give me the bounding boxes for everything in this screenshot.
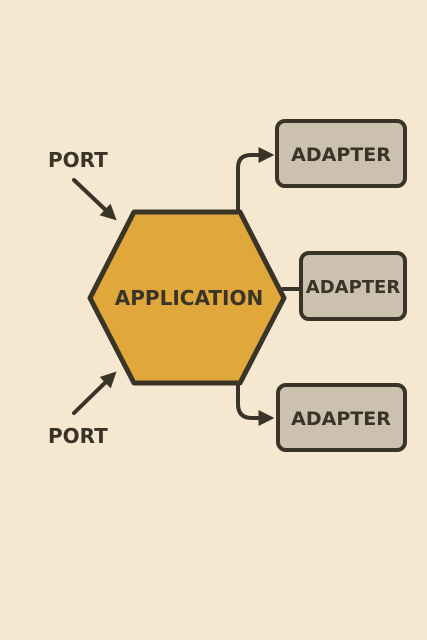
adapter-middle: ADAPTER <box>299 251 407 321</box>
adapter-top-label: ADAPTER <box>291 144 391 166</box>
application-hexagon <box>87 209 287 386</box>
port-top-arrow <box>72 178 117 221</box>
connector-bottom-adapter <box>236 380 275 426</box>
adapter-bottom-label: ADAPTER <box>291 408 391 430</box>
application-label: APPLICATION <box>115 286 263 310</box>
connector-top-adapter <box>236 147 275 214</box>
port-bottom-label: PORT <box>48 424 108 448</box>
adapter-bottom: ADAPTER <box>276 383 407 452</box>
adapter-top: ADAPTER <box>275 119 407 188</box>
adapter-middle-label: ADAPTER <box>306 277 401 298</box>
port-bottom-arrow <box>72 371 117 415</box>
port-top-label: PORT <box>48 148 108 172</box>
